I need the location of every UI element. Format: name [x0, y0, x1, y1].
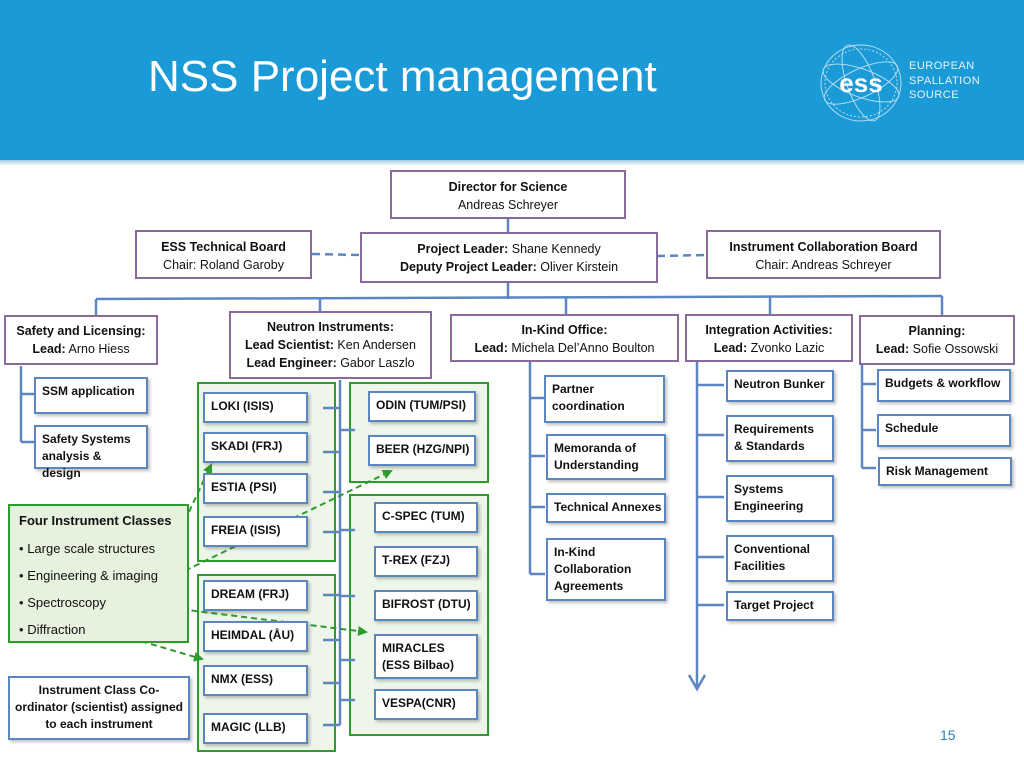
- class-item-label: Spectroscopy: [27, 595, 106, 610]
- class-item-label: Large scale structures: [27, 541, 156, 556]
- inkind-item: Technical Annexes: [546, 493, 666, 523]
- class-item: • Engineering & imaging: [19, 568, 158, 583]
- planning-item: Risk Management: [878, 457, 1012, 486]
- instrument-box: NMX (ESS): [203, 665, 308, 696]
- technical-board-box: ESS Technical Board Chair: Roland Garoby: [135, 230, 312, 279]
- planning-item: Schedule: [877, 414, 1011, 447]
- integration-item: Neutron Bunker: [726, 370, 834, 402]
- lead-engineer-label: Lead Engineer:: [246, 356, 337, 370]
- neutron-box: Neutron Instruments: Lead Scientist: Ken…: [229, 311, 432, 379]
- project-leader-box: Project Leader: Shane Kennedy Deputy Pro…: [360, 232, 658, 283]
- bullet-icon: •: [19, 595, 24, 610]
- lead-scientist-label: Lead Scientist:: [245, 338, 334, 352]
- planning-lead-label: Lead:: [875, 342, 910, 356]
- safety-lead-line: Lead: Arno Hiess: [6, 340, 156, 358]
- instrument-box: MIRACLES (ESS Bilbao): [374, 634, 478, 679]
- bullet-icon: •: [19, 622, 24, 637]
- integration-item: Requirements & Standards: [726, 415, 834, 462]
- planning-item: Budgets & workflow: [877, 369, 1011, 402]
- lead-engineer-line: Lead Engineer: Gabor Laszlo: [231, 354, 430, 372]
- inkind-title: In-Kind Office:: [521, 323, 608, 337]
- slide-header: [0, 0, 1024, 160]
- deputy-leader-line: Deputy Project Leader: Oliver Kirstein: [362, 258, 656, 276]
- header-shadow: [0, 160, 1024, 166]
- safety-lead-name: Arno Hiess: [65, 342, 130, 356]
- inkind-item: Partner coordination: [544, 375, 665, 423]
- technical-board-chair: Chair: Roland Garoby: [163, 258, 284, 272]
- director-box: Director for Science Andreas Schreyer: [390, 170, 626, 219]
- safety-item: Safety Systems analysis & design: [34, 425, 148, 480]
- director-title: Director for Science: [448, 180, 568, 194]
- integration-box: Integration Activities: Lead: Zvonko Laz…: [685, 314, 853, 362]
- safety-lead-label: Lead:: [32, 342, 66, 356]
- ess-logo-icon: ess: [820, 44, 902, 122]
- collab-board-box: Instrument Collaboration Board Chair: An…: [706, 230, 941, 279]
- page-number: 15: [940, 727, 956, 743]
- instrument-box: VESPA(CNR): [374, 689, 478, 720]
- bullet-icon: •: [19, 568, 24, 583]
- integration-title: Integration Activities:: [705, 323, 833, 337]
- inkind-item: In-Kind Collaboration Agreements: [546, 538, 666, 601]
- instrument-classes-box: Four Instrument Classes • Large scale st…: [8, 504, 189, 643]
- instrument-box: T-REX (FZJ): [374, 546, 478, 577]
- integration-item: Systems Engineering: [726, 475, 834, 522]
- planning-box: Planning: Lead: Sofie Ossowski: [859, 315, 1015, 365]
- integration-lead-line: Lead: Zvonko Lazic: [687, 339, 851, 357]
- technical-board-title: ESS Technical Board: [161, 240, 286, 254]
- instrument-box: BIFROST (DTU): [374, 590, 478, 621]
- inkind-lead-name: Michela Del’Anno Boulton: [507, 341, 655, 355]
- classes-title: Four Instrument Classes: [19, 513, 172, 528]
- project-leader-name: Shane Kennedy: [508, 242, 601, 256]
- deputy-leader-name: Oliver Kirstein: [536, 260, 619, 274]
- instrument-box: BEER (HZG/NPI): [368, 435, 476, 466]
- instrument-box: C-SPEC (TUM): [374, 502, 478, 533]
- inkind-lead-line: Lead: Michela Del’Anno Boulton: [452, 339, 677, 357]
- collab-board-title: Instrument Collaboration Board: [729, 240, 918, 254]
- planning-title: Planning:: [908, 324, 966, 338]
- logo-text: EUROPEAN SPALLATION SOURCE: [909, 59, 980, 103]
- safety-title: Safety and Licensing:: [16, 324, 146, 338]
- instrument-box: HEIMDAL (ÅU): [203, 621, 308, 652]
- instrument-box: ESTIA (PSI): [203, 473, 308, 504]
- instrument-box: LOKI (ISIS): [203, 392, 308, 423]
- slide-title: NSS Project management: [148, 52, 657, 101]
- integration-item: Target Project: [726, 591, 834, 621]
- class-item: • Spectroscopy: [19, 595, 106, 610]
- lead-scientist-line: Lead Scientist: Ken Andersen: [231, 336, 430, 354]
- lead-scientist-name: Ken Andersen: [333, 338, 416, 352]
- class-item-label: Engineering & imaging: [27, 568, 158, 583]
- project-leader-label: Project Leader:: [417, 242, 509, 256]
- project-leader-line: Project Leader: Shane Kennedy: [362, 240, 656, 258]
- integration-lead-label: Lead:: [713, 341, 748, 355]
- inkind-box: In-Kind Office: Lead: Michela Del’Anno B…: [450, 314, 679, 362]
- inkind-lead-label: Lead:: [474, 341, 508, 355]
- logo-line-2: SPALLATION: [909, 74, 981, 87]
- director-name: Andreas Schreyer: [457, 198, 559, 212]
- safety-item: SSM application: [34, 377, 148, 414]
- neutron-title: Neutron Instruments:: [266, 320, 395, 334]
- collab-board-chair: Chair: Andreas Schreyer: [755, 258, 892, 272]
- integration-item: Conventional Facilities: [726, 535, 834, 582]
- class-item: • Diffraction: [19, 622, 85, 637]
- instrument-box: DREAM (FRJ): [203, 580, 308, 611]
- instrument-box: FREIA (ISIS): [203, 516, 308, 547]
- logo-line-3: SOURCE: [909, 89, 960, 101]
- bullet-icon: •: [19, 541, 24, 556]
- planning-lead-name: Sofie Ossowski: [909, 342, 999, 356]
- lead-engineer-name: Gabor Laszlo: [336, 356, 415, 370]
- instrument-box: SKADI (FRJ): [203, 432, 308, 463]
- deputy-leader-label: Deputy Project Leader:: [399, 260, 537, 274]
- class-item-label: Diffraction: [27, 622, 86, 637]
- instrument-box: ODIN (TUM/PSI): [368, 391, 476, 422]
- logo-mark: ess: [839, 68, 882, 98]
- safety-box: Safety and Licensing: Lead: Arno Hiess: [4, 315, 158, 365]
- instrument-box: MAGIC (LLB): [203, 713, 308, 744]
- coordinator-note: Instrument Class Co-ordinator (scientist…: [8, 676, 190, 740]
- class-item: • Large scale structures: [19, 541, 155, 556]
- inkind-item: Memoranda of Understanding: [546, 434, 666, 480]
- logo-line-1: EUROPEAN: [909, 60, 975, 72]
- integration-lead-name: Zvonko Lazic: [747, 341, 825, 355]
- planning-lead-line: Lead: Sofie Ossowski: [861, 340, 1013, 358]
